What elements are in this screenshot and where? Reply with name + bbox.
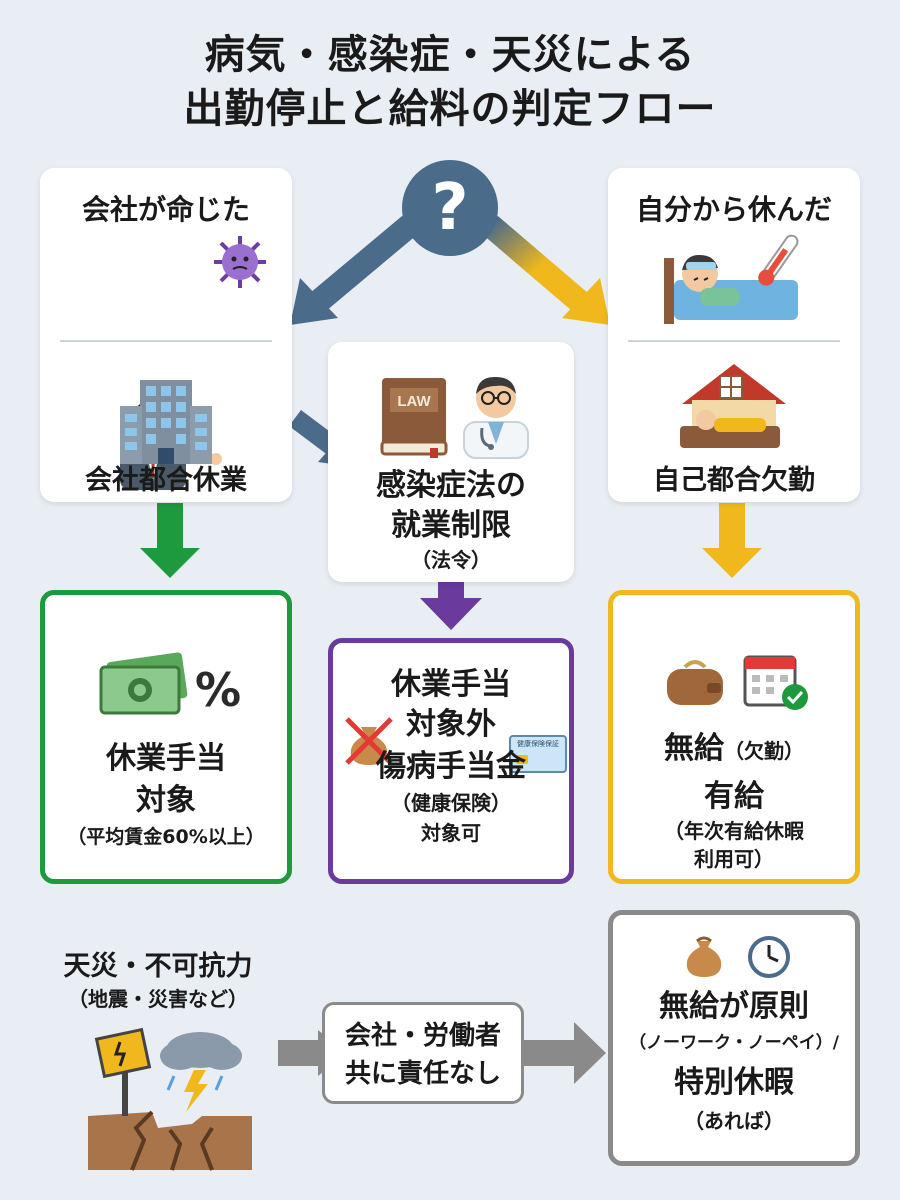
virus-icon [214, 236, 266, 288]
paid-note1: （年次有給休暇 [664, 819, 804, 843]
outcome-disaster-unpaid: 無給が原則 （ノーワーク・ノーペイ）/ 特別休暇 （あれば） [608, 910, 860, 1166]
arrow-to-company [290, 215, 418, 325]
sick-bed-icon [664, 234, 799, 324]
paid-note2: 利用可） [694, 847, 774, 871]
law-book-text: LAW [397, 393, 431, 410]
page-title: 病気・感染症・天災による 出勤停止と給料の判定フロー [0, 28, 900, 136]
title-line1: 病気・感染症・天災による [204, 32, 696, 78]
allowance-eligible-line1: 休業手当 [106, 741, 226, 776]
unpaid-note: （欠勤） [724, 739, 804, 763]
sickness-line1: 休業手当 [391, 667, 511, 702]
arrow-down-green [140, 503, 200, 578]
arrow-to-self [482, 215, 610, 325]
company-ordered-header: 会社が命じた [81, 193, 250, 226]
unpaid-label: 無給 [664, 731, 724, 766]
law-note: （法令） [411, 548, 491, 572]
self-absence-label: 自己都合欠勤 [653, 465, 815, 496]
doctor-icon [463, 376, 529, 459]
paid-label: 有給 [704, 779, 764, 814]
allowance-eligible-note: （平均賃金60%以上） [67, 826, 265, 848]
no-responsibility-line1: 会社・労働者 [344, 1021, 501, 1051]
house-icon [680, 364, 786, 448]
self-absence-header: 自分から休んだ [635, 193, 832, 226]
sickness-note2: 対象可 [421, 821, 481, 845]
allowance-eligible-line2: 対象 [136, 783, 196, 818]
calendar-check-icon [743, 655, 808, 710]
right-divider [628, 340, 840, 342]
clock-icon [748, 936, 790, 978]
outcome-sickness-benefit: 休業手当 対象外 健康保険保証 傷病手当金 （健康保険） 対象可 [328, 638, 574, 884]
disaster-line1: 天災・不可抗力 [63, 951, 253, 982]
disaster-outcome-line1: 無給が原則 [659, 989, 809, 1024]
earthquake-storm-icon [88, 1027, 252, 1171]
outcome-allowance-eligible: % 休業手当 対象 （平均賃金60%以上） [40, 590, 292, 884]
disaster-line2: （地震・災害など） [68, 987, 248, 1011]
crossed-money-bag-icon [345, 717, 393, 765]
disaster-outcome-line2: （ノーワーク・ノーペイ）/ [629, 1033, 839, 1053]
left-divider [60, 340, 272, 342]
title-line2: 出勤停止と給料の判定フロー [183, 86, 717, 132]
money-bag-icon [686, 936, 722, 977]
arrow-down-yellow [702, 503, 762, 578]
percent-icon: % [195, 663, 242, 717]
law-restriction-card: LAW 感染症法の 就業制限 （法令） [328, 342, 574, 582]
outcome-unpaid-or-paid-leave: 無給（欠勤） 有給 （年次有給休暇 利用可） [608, 590, 860, 884]
company-ordered-card: 会社が命じた 会社都合休 [40, 168, 292, 502]
disaster-label: 天災・不可抗力 （地震・災害など） [30, 944, 286, 1013]
arrow-gray-2 [520, 1022, 606, 1084]
money-icon [99, 652, 188, 715]
question-icon: ? [431, 171, 469, 245]
sickness-line2: 対象外 [406, 707, 496, 742]
sickness-note1: （健康保険） [391, 791, 511, 815]
start-question: ? [402, 160, 498, 256]
disaster-outcome-line3: 特別休暇 [674, 1065, 794, 1100]
building-icon [120, 380, 212, 464]
no-responsibility-line2: 共に責任なし [344, 1059, 501, 1089]
disaster-outcome-line4: （あれば） [684, 1109, 784, 1133]
law-line2: 就業制限 [391, 508, 511, 543]
insurance-card-text: 健康保険保証 [517, 740, 559, 748]
no-responsibility-box: 会社・労働者 共に責任なし [322, 1002, 524, 1104]
sickness-line3: 傷病手当金 [376, 749, 526, 784]
self-absence-card: 自分から休んだ 自己都合欠勤 [608, 168, 860, 502]
wallet-icon [667, 660, 723, 705]
law-book-icon: LAW [380, 378, 448, 458]
arrow-down-purple [420, 582, 482, 630]
company-closure-label: 会社都合休業 [85, 465, 247, 496]
insurance-card-chip [516, 755, 528, 764]
law-line1: 感染症法の [376, 468, 526, 503]
unpaid-row: 無給（欠勤） [613, 729, 855, 769]
insurance-card-icon: 健康保険保証 [509, 735, 567, 773]
